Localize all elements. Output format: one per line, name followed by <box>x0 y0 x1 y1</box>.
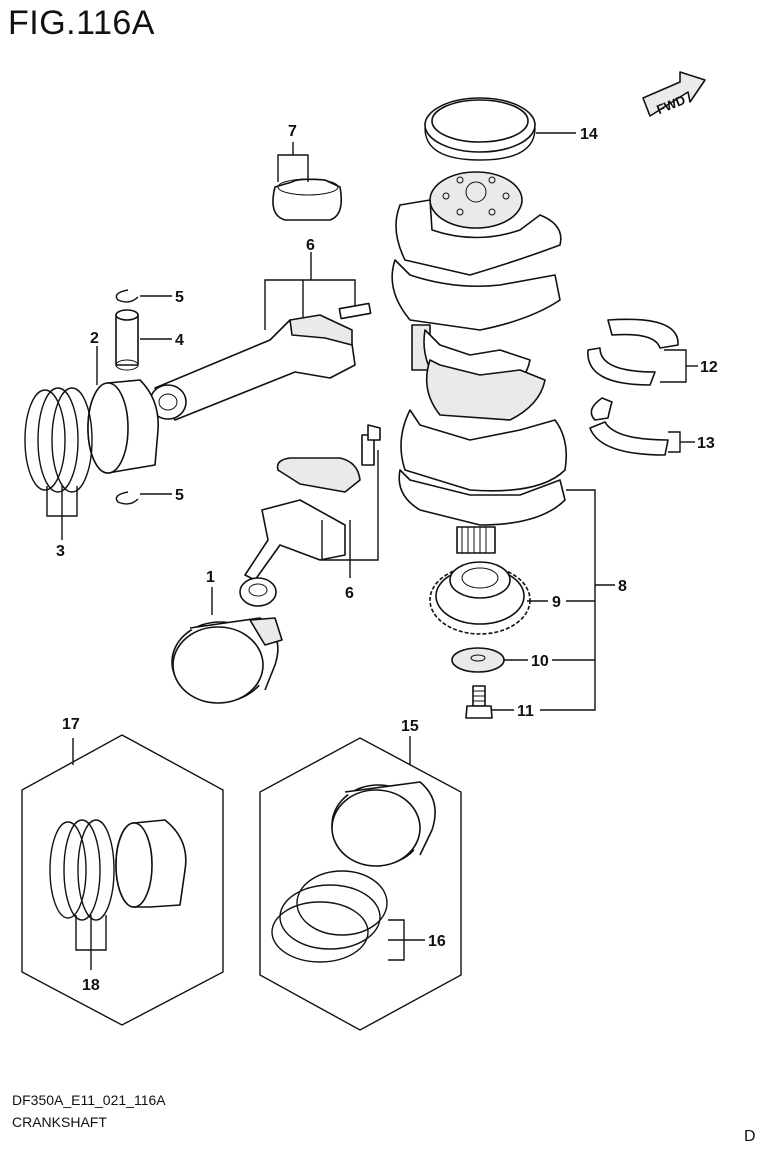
callout-6-lower: 6 <box>345 585 354 602</box>
callout-13: 13 <box>697 435 715 452</box>
callout-4: 4 <box>175 332 184 349</box>
oil-seal-part-14 <box>424 97 536 161</box>
piston-pin-part-4 <box>115 309 139 371</box>
connecting-rod-lower-part-6 <box>239 424 381 607</box>
page-letter: D <box>744 1128 756 1145</box>
callout-2: 2 <box>90 330 99 347</box>
callout-10: 10 <box>531 653 549 670</box>
gear-part-9 <box>429 561 531 635</box>
callout-15: 15 <box>401 718 419 735</box>
callout-16: 16 <box>428 933 446 950</box>
figure-title: FIG.116A <box>8 4 155 42</box>
fwd-arrow: FWD <box>642 71 706 117</box>
callout-3: 3 <box>56 543 65 560</box>
piston-part-2 <box>87 379 159 474</box>
callout-9: 9 <box>552 594 561 611</box>
piston-rings-part-3 <box>24 387 93 493</box>
callout-6-upper: 6 <box>306 237 315 254</box>
callout-7: 7 <box>288 123 297 140</box>
connecting-rod-upper-part-6 <box>149 302 372 421</box>
callout-8: 8 <box>618 578 627 595</box>
figure-code: DF350A_E11_021_116A <box>12 1092 166 1108</box>
main-bearing-part-12 <box>587 318 679 386</box>
callout-5-upper: 5 <box>175 289 184 306</box>
main-bearing-part-13 <box>589 397 669 456</box>
bolt-part-11 <box>465 685 493 719</box>
conrod-bearing-part-7 <box>272 178 343 221</box>
circlip-part-5-lower <box>115 491 139 505</box>
circlip-part-5-upper <box>115 289 139 303</box>
callout-1: 1 <box>206 569 215 586</box>
washer-part-10 <box>451 647 505 673</box>
piston-kit-part-15 <box>259 737 462 1031</box>
callout-12: 12 <box>700 359 718 376</box>
callout-11: 11 <box>517 703 534 720</box>
callout-17: 17 <box>62 716 80 733</box>
figure-name: CRANKSHAFT <box>12 1114 107 1130</box>
callout-18: 18 <box>82 977 100 994</box>
piston-kit-part-17 <box>21 734 224 1026</box>
callout-5-lower: 5 <box>175 487 184 504</box>
piston-part-1 <box>171 617 283 704</box>
crankshaft-part-8 <box>391 171 568 554</box>
callout-14: 14 <box>580 126 598 143</box>
